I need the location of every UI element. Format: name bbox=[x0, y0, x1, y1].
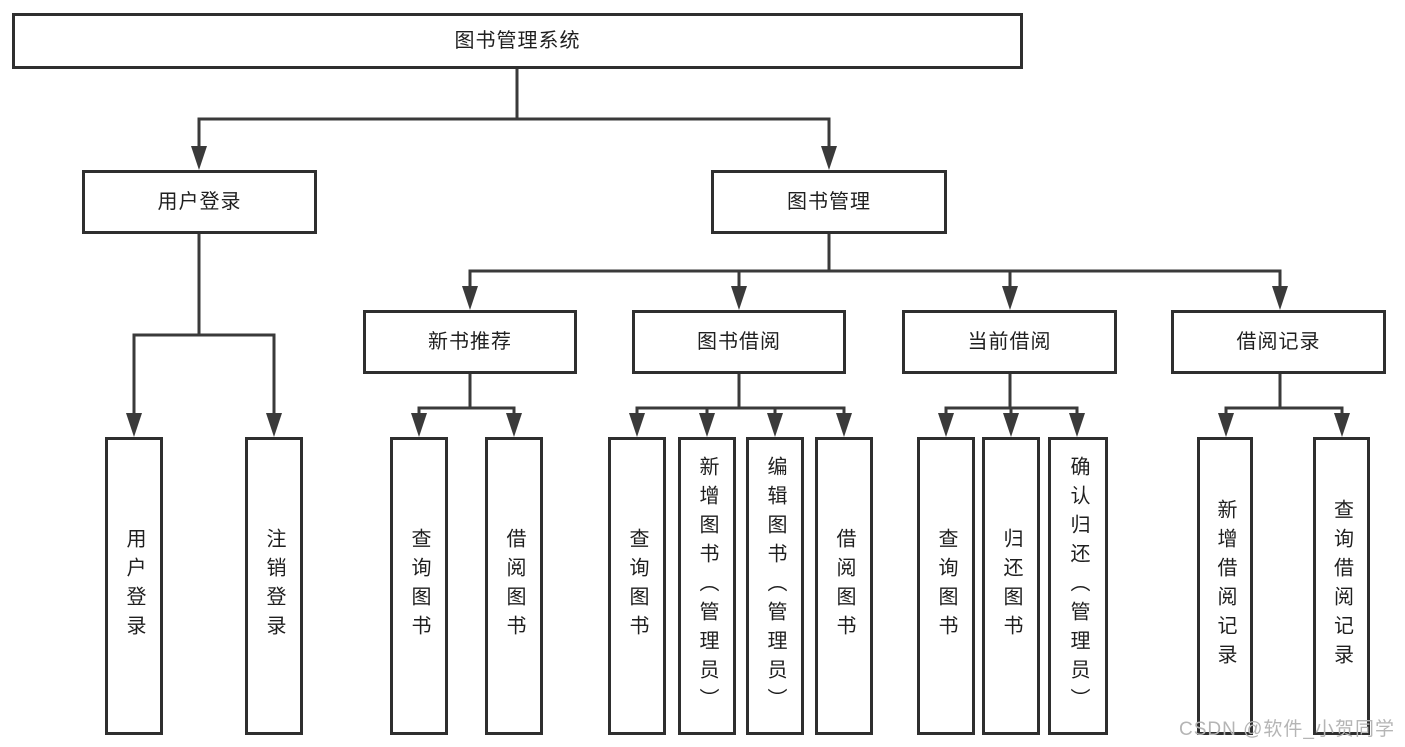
node-label: 新书推荐 bbox=[428, 331, 512, 353]
csdn-watermark: CSDN @软件_小贺同学 bbox=[1179, 719, 1395, 740]
node-label: 借阅图书 bbox=[833, 528, 855, 644]
leaf-record-query-borrow-record: 查询借阅记录 bbox=[1313, 437, 1370, 735]
leaf-borrow-edit-book-admin: 编辑图书（管理员） bbox=[746, 437, 804, 735]
node-current-borrowing: 当前借阅 bbox=[902, 310, 1117, 374]
node-label: 查询借阅记录 bbox=[1330, 499, 1353, 673]
node-book-management: 图书管理 bbox=[711, 170, 947, 234]
node-label: 用户登录 bbox=[157, 191, 242, 213]
node-label: 查询图书 bbox=[626, 528, 648, 644]
node-label: 图书管理 bbox=[787, 191, 871, 213]
node-label: 借阅记录 bbox=[1236, 331, 1321, 353]
leaf-recommend-borrow-book: 借阅图书 bbox=[485, 437, 543, 735]
leaf-recommend-query-book: 查询图书 bbox=[390, 437, 448, 735]
leaf-current-return-book: 归还图书 bbox=[982, 437, 1040, 735]
node-user-login: 用户登录 bbox=[82, 170, 317, 234]
leaf-borrow-add-book-admin: 新增图书（管理员） bbox=[678, 437, 736, 735]
node-label: 图书管理系统 bbox=[454, 30, 581, 52]
node-label: 图书借阅 bbox=[697, 331, 781, 353]
leaf-borrow-borrow-book: 借阅图书 bbox=[815, 437, 873, 735]
node-label: 新增借阅记录 bbox=[1214, 499, 1236, 673]
node-label: 查询图书 bbox=[935, 528, 957, 644]
node-new-book-recommend: 新书推荐 bbox=[363, 310, 577, 374]
node-label: 注销登录 bbox=[263, 528, 285, 644]
node-label: 查询图书 bbox=[408, 528, 430, 644]
leaf-logout: 注销登录 bbox=[245, 437, 303, 735]
leaf-record-add-borrow-record: 新增借阅记录 bbox=[1197, 437, 1253, 735]
node-label: 用户登录 bbox=[123, 528, 145, 644]
node-book-borrowing: 图书借阅 bbox=[632, 310, 846, 374]
node-root-library-system: 图书管理系统 bbox=[12, 13, 1023, 69]
leaf-user-login: 用户登录 bbox=[105, 437, 163, 735]
node-label: 新增图书（管理员） bbox=[696, 455, 718, 717]
leaf-current-query-book: 查询图书 bbox=[917, 437, 975, 735]
node-label: 当前借阅 bbox=[967, 331, 1052, 353]
node-label: 确认归还（管理员） bbox=[1067, 455, 1089, 717]
leaf-current-confirm-return-admin: 确认归还（管理员） bbox=[1048, 437, 1108, 735]
node-label: 归还图书 bbox=[1000, 528, 1022, 644]
node-label: 编辑图书（管理员） bbox=[764, 455, 786, 717]
leaf-borrow-query-book: 查询图书 bbox=[608, 437, 666, 735]
node-label: 借阅图书 bbox=[503, 528, 525, 644]
node-borrowing-records: 借阅记录 bbox=[1171, 310, 1386, 374]
